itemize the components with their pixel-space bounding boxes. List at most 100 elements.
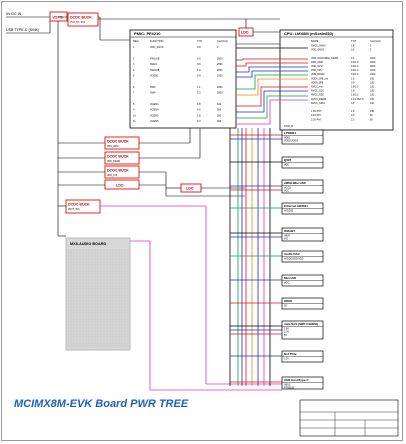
pmic-header-cell: REG bbox=[133, 39, 139, 43]
pmic-cell: 7 bbox=[133, 92, 135, 95]
peripheral-rail: AVDD33 bbox=[284, 209, 294, 212]
peripheral-rail: VDD2/VDDQ bbox=[284, 140, 298, 143]
cpu-cell: 1.8/3.3 bbox=[351, 86, 359, 89]
cpu-header-cell: TYP bbox=[351, 39, 356, 43]
cpu-cell: NVCC_DRAM bbox=[311, 98, 326, 101]
pmic-cpu-rail-link bbox=[236, 78, 308, 96]
pmic-cell: 2 bbox=[133, 57, 135, 60]
peripheral-rail: VCC bbox=[284, 163, 289, 166]
cpu-cell: NVCC_xxx bbox=[311, 86, 323, 89]
pmic-cell: 8 bbox=[133, 103, 135, 106]
peripheral-rail: VCCQ bbox=[284, 186, 291, 189]
pmic-cell: SW2A/B bbox=[150, 69, 160, 72]
cpu-cell: VDD_VPU bbox=[311, 69, 323, 72]
peripheral-rail: PTN5150 bbox=[284, 387, 295, 390]
cpu-title: CPU: i.MX8M (mScale850) bbox=[284, 31, 334, 36]
ldo-left bbox=[104, 179, 140, 190]
dcdc-buck-5 bbox=[65, 199, 101, 214]
peripheral-rail: VBUS bbox=[284, 383, 291, 386]
pmic-cell: 5 bbox=[133, 75, 135, 78]
cpu-cell: NVCC_SNVS bbox=[311, 45, 326, 48]
cpu-cell: VDD_DRAM bbox=[311, 73, 324, 76]
pmic-cell: 0.9 bbox=[197, 46, 201, 49]
cpu-cell: 1000 bbox=[370, 69, 376, 72]
pmic-cell: 11 bbox=[133, 120, 136, 123]
pmic-cell: 0.9 bbox=[197, 57, 201, 60]
peripheral-name: HDMI bbox=[284, 299, 292, 303]
cpu-cell: 1000 bbox=[370, 73, 376, 76]
pmic-cell: 0.9 bbox=[197, 109, 201, 112]
pmic-header-cell: TYP bbox=[197, 39, 202, 43]
pmic-cell: 9 bbox=[133, 109, 135, 112]
pmic-cpu-rail-link bbox=[236, 74, 308, 90]
pmic-cpu-rail-link bbox=[236, 86, 308, 107]
diagram-title: MCIMX8M-EVK Board PWR TREE bbox=[14, 398, 189, 410]
peripheral-rail: 1.8V bbox=[284, 327, 289, 330]
peripheral-rail: 3.3V bbox=[284, 357, 289, 360]
cpu-cell: 0.9V PHY bbox=[311, 114, 322, 117]
cpu-header-cell: Curr(mA) bbox=[370, 39, 381, 43]
cpu-cell: 3.3V PHY bbox=[311, 118, 322, 121]
cpu-cell: VDD_SOC/VDDA_DRAM bbox=[311, 57, 338, 60]
audio-board-texture bbox=[67, 249, 129, 348]
pmic-cell: 250 bbox=[217, 114, 222, 117]
peripheral-list: LPDDR4VDD1VDD2/VDDQQSPIVCCeMMC/MicroSDVC… bbox=[281, 129, 324, 390]
ldo-top-label: LDO bbox=[241, 31, 249, 35]
pmic-cell: SW3 bbox=[150, 86, 156, 89]
peripheral-name: MicroSD bbox=[284, 276, 297, 280]
ldo-left-label: LDO bbox=[116, 184, 124, 188]
pmic-cell: 3 bbox=[133, 63, 135, 66]
pmic-box bbox=[129, 29, 237, 129]
dcdc-buck-5-label: DCDC BUCK bbox=[68, 203, 90, 207]
peripheral-name: LPDDR4 bbox=[284, 131, 296, 135]
pmic-cell: 2500 bbox=[217, 69, 223, 72]
dcdc-buck-5-sub: VEXT_3V3 bbox=[68, 209, 80, 211]
peripheral-rail: VCC bbox=[284, 190, 289, 193]
input-label-usbc: USB TYPE-C (SINK) bbox=[6, 28, 39, 32]
cpu-cell: NVCC_GPIO bbox=[311, 102, 325, 105]
cpu-cell: 150 bbox=[370, 110, 375, 113]
cpu-cell: 1.8V PHY bbox=[311, 110, 322, 113]
cpu-cell: 2 bbox=[370, 45, 372, 48]
peripheral-rail: 3.3V bbox=[284, 331, 289, 334]
cpu-cell: 1.8/3.3 bbox=[351, 94, 359, 97]
pmic-header-cell: FUNCTION bbox=[150, 39, 164, 43]
pmic-cell: 1.1 bbox=[197, 86, 201, 89]
peripheral-rail: AVDD/DVDD/VDD bbox=[284, 257, 304, 260]
cpu-cell: 2000 bbox=[370, 65, 376, 68]
pmic-cpu-rail-link bbox=[236, 90, 308, 113]
cpu-cell: 0.9 bbox=[351, 81, 355, 84]
pmic-to-cpu-rails bbox=[236, 43, 308, 125]
cpu-cell: 0.9/1.0 bbox=[351, 65, 359, 68]
dcdc-buck-3-label: DCDC BUCK bbox=[107, 155, 129, 159]
dcdc-buck-2-sub: VDD_ARM bbox=[107, 145, 118, 148]
dcdc-buck-4-label: DCDC BUCK bbox=[107, 169, 129, 173]
pmic-cell: 2 bbox=[217, 46, 219, 49]
pmic-title: PMIC: PF4210 bbox=[134, 31, 161, 36]
title-block bbox=[299, 399, 399, 437]
pmic-cpu-rail-link bbox=[236, 66, 308, 73]
peripheral-rail: 5V bbox=[284, 304, 287, 307]
ldo-mid-label: LDO bbox=[186, 187, 194, 191]
pmic-cpu-rail-link bbox=[236, 70, 308, 78]
pmic-header-cell: Curr(mA) bbox=[217, 39, 228, 43]
pmic-cell: VGEN4 bbox=[150, 109, 159, 112]
cpu-cell: 100 bbox=[370, 90, 375, 93]
cpu-cell: 100 bbox=[370, 102, 375, 105]
pmic-cell: 2500 bbox=[217, 92, 223, 95]
cpu-cell: 0.9/1.0 bbox=[351, 61, 359, 64]
cpu-cell: 3.3 bbox=[351, 118, 355, 121]
peripheral-name: WiFi/BT bbox=[284, 229, 295, 233]
dcdc-buck-1 bbox=[67, 12, 99, 27]
cpu-cell: 0.9 bbox=[351, 49, 355, 52]
pmic-cell: SW4 bbox=[150, 92, 156, 95]
pmic-cell: 1.0 bbox=[197, 69, 201, 72]
pmic-cell: VGEN1 bbox=[150, 75, 159, 78]
cpu-cell: NVCC_SD2 bbox=[311, 94, 324, 97]
pmic-cell: 100 bbox=[217, 103, 222, 106]
dcdc-buck-3-sub: VDD_DRAM bbox=[107, 160, 120, 163]
cpu-cell: 100 bbox=[370, 81, 375, 84]
peripheral-box bbox=[281, 129, 324, 145]
